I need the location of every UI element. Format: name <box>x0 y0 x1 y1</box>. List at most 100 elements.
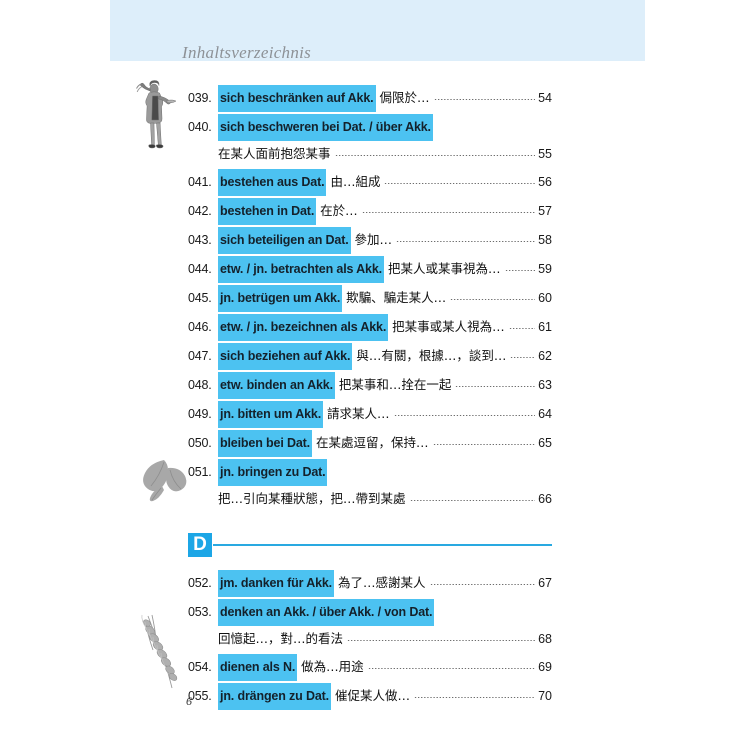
toc-entry-number: 039. <box>188 91 212 105</box>
toc-entry-main-line: 053. denken an Akk. / über Akk. / von Dat… <box>188 599 552 626</box>
toc-entry-number: 055. <box>188 689 212 703</box>
toc-entry-page-number: 54 <box>538 91 552 105</box>
toc-entry-page-number: 66 <box>538 492 552 506</box>
toc-entry[interactable]: 052. jm. danken für Akk. 為了…感謝某人 67 <box>188 570 552 597</box>
toc-entry-number: 046. <box>188 320 212 334</box>
toc-entry-chinese-gloss: 與…有關，根據…，談到… <box>356 348 507 363</box>
dot-leader <box>504 270 535 271</box>
toc-entry-chinese-gloss: 欺騙、騙走某人… <box>346 290 447 305</box>
toc-entry-main-line: 047.sich beziehen auf Akk.與…有關，根據…，談到…62 <box>188 343 552 370</box>
toc-entry-german-term: sich beschweren bei Dat. / über Akk. <box>218 114 433 141</box>
toc-entry-main-line: 040. sich beschweren bei Dat. / über Akk. <box>188 114 552 141</box>
dot-leader <box>393 415 535 416</box>
toc-entry-number: 054. <box>188 660 212 674</box>
dot-leader <box>429 584 535 585</box>
toc-entry-gloss-line: 把…引向某種狀態，把…帶到某處 66 <box>188 486 552 512</box>
toc-entry-german-term: sich beziehen auf Akk. <box>218 343 353 370</box>
toc-entry-main-line: 043.sich beteiligen an Dat.參加…58 <box>188 227 552 254</box>
toc-entry[interactable]: 043.sich beteiligen an Dat.參加…58 <box>188 227 552 254</box>
toc-entry-number: 044. <box>188 262 212 276</box>
page-title: Inhaltsverzeichnis <box>182 43 312 62</box>
dot-leader <box>409 500 535 501</box>
toc-entry-german-term: bestehen aus Dat. <box>218 169 327 196</box>
toc-entry-main-line: 050.bleiben bei Dat.在某處逗留，保持…65 <box>188 430 552 457</box>
toc-entry-chinese-gloss: 侷限於… <box>379 90 430 105</box>
toc-entry-number: 041. <box>188 175 212 189</box>
dot-leader <box>396 241 535 242</box>
dot-leader <box>361 212 535 213</box>
toc-entry-page-number: 70 <box>538 689 552 703</box>
toc-entry[interactable]: 050.bleiben bei Dat.在某處逗留，保持…65 <box>188 430 552 457</box>
toc-entry-chinese-gloss: 在於… <box>320 203 358 218</box>
toc-entry-number: 052. <box>188 576 212 590</box>
wheat-illustration-icon <box>136 612 190 690</box>
toc-entry[interactable]: 044. etw. / jn. betrachten als Akk. 把某人或某事… <box>188 256 552 283</box>
toc-entry[interactable]: 047.sich beziehen auf Akk.與…有關，根據…，談到…62 <box>188 343 552 370</box>
toc-entry-main-line: 046.etw. / jn. bezeichnen als Akk.把某事或某人… <box>188 314 552 341</box>
toc-entry-chinese-gloss: 在某處逗留，保持… <box>315 435 429 450</box>
toc-entry[interactable]: 042.bestehen in Dat.在於…57 <box>188 198 552 225</box>
toc-entry-chinese-gloss: 把某事和…拴在一起 <box>338 377 452 392</box>
toc-entry-chinese-gloss: 為了…感謝某人 <box>338 575 426 590</box>
toc-entry-page-number: 61 <box>538 320 552 334</box>
toc-entry-page-number: 64 <box>538 407 552 421</box>
toc-entry[interactable]: 049.jn. bitten um Akk.請求某人…64 <box>188 401 552 428</box>
toc-entry[interactable]: 055.jn. drängen zu Dat.催促某人做…70 <box>188 683 552 710</box>
dot-leader <box>347 640 535 641</box>
toc-entry-main-line: 054. dienen als N.做為…用途 69 <box>188 654 552 681</box>
toc-entry-main-line: 048. etw. binden an Akk.把某事和…拴在一起 63 <box>188 372 552 399</box>
toc-entry-number: 048. <box>188 378 212 392</box>
toc-entry-german-term: jm. danken für Akk. <box>218 570 334 597</box>
toc-entry-main-line: 042.bestehen in Dat.在於…57 <box>188 198 552 225</box>
section-rule <box>213 544 552 546</box>
dot-leader <box>334 155 535 156</box>
toc-entry-chinese-gloss: 把某人或某事視為… <box>388 261 501 276</box>
dot-leader <box>384 183 535 184</box>
toc-entry-german-term: etw. / jn. betrachten als Akk. <box>218 256 384 283</box>
toc-entry[interactable]: 046.etw. / jn. bezeichnen als Akk.把某事或某人… <box>188 314 552 341</box>
toc-entry-main-line: 044. etw. / jn. betrachten als Akk. 把某人或某事… <box>188 256 552 283</box>
toc-entry-main-line: 039. sich beschränken auf Akk.侷限於… 54 <box>188 85 552 112</box>
toc-entry-german-term: dienen als N. <box>218 654 298 681</box>
toc-entry-number: 045. <box>188 291 212 305</box>
toc-entry-page-number: 63 <box>538 378 552 392</box>
toc-entry[interactable]: 054. dienen als N.做為…用途 69 <box>188 654 552 681</box>
dot-leader <box>455 386 535 387</box>
toc-entry[interactable]: 040. sich beschweren bei Dat. / über Akk.… <box>188 114 552 167</box>
toc-entry-page-number: 65 <box>538 436 552 450</box>
toc-entry-main-line: 049.jn. bitten um Akk.請求某人…64 <box>188 401 552 428</box>
toc-entry-number: 050. <box>188 436 212 450</box>
toc-entry[interactable]: 048. etw. binden an Akk.把某事和…拴在一起 63 <box>188 372 552 399</box>
toc-entry[interactable]: 051.jn. bringen zu Dat. 把…引向某種狀態，把…帶到某處 66 <box>188 459 552 512</box>
toc-entry-page-number: 59 <box>538 262 552 276</box>
toc-entry-page-number: 67 <box>538 576 552 590</box>
toc-entry-chinese-gloss: 參加… <box>354 232 393 247</box>
toc-entry-page-number: 60 <box>538 291 552 305</box>
toc-entry-chinese-gloss: 把…引向某種狀態，把…帶到某處 <box>218 491 406 506</box>
dot-leader <box>508 328 535 329</box>
toc-entry-german-term: jn. drängen zu Dat. <box>218 683 331 710</box>
toc-entry-chinese-gloss: 做為…用途 <box>301 659 364 674</box>
toc-entry-page-number: 69 <box>538 660 552 674</box>
dot-leader <box>367 668 535 669</box>
toc-entry-page-number: 56 <box>538 175 552 189</box>
toc-entry-main-line: 055.jn. drängen zu Dat.催促某人做…70 <box>188 683 552 710</box>
toc-entry[interactable]: 045.jn. betrügen um Akk.欺騙、騙走某人…60 <box>188 285 552 312</box>
toc-entry-german-term: etw. binden an Akk. <box>218 372 335 399</box>
toc-entry-main-line: 045.jn. betrügen um Akk.欺騙、騙走某人…60 <box>188 285 552 312</box>
toc-entry-page-number: 68 <box>538 632 552 646</box>
toc-entry-german-term: denken an Akk. / über Akk. / von Dat. <box>218 599 435 626</box>
dot-leader <box>432 444 535 445</box>
toc-entry-chinese-gloss: 請求某人… <box>327 406 390 421</box>
dot-leader <box>450 299 535 300</box>
toc-entry[interactable]: 039. sich beschränken auf Akk.侷限於… 54 <box>188 85 552 112</box>
toc-entry-german-term: sich beschränken auf Akk. <box>218 85 376 112</box>
toc-entry-number: 053. <box>188 605 212 619</box>
toc-entry[interactable]: 053. denken an Akk. / über Akk. / von Dat… <box>188 599 552 652</box>
footer-page-number: 6 <box>186 694 192 708</box>
toc-entry-number: 040. <box>188 120 212 134</box>
toc-entry-chinese-gloss: 回憶起…，對…的看法 <box>218 631 344 646</box>
toc-entry-main-line: 051.jn. bringen zu Dat. <box>188 459 552 486</box>
